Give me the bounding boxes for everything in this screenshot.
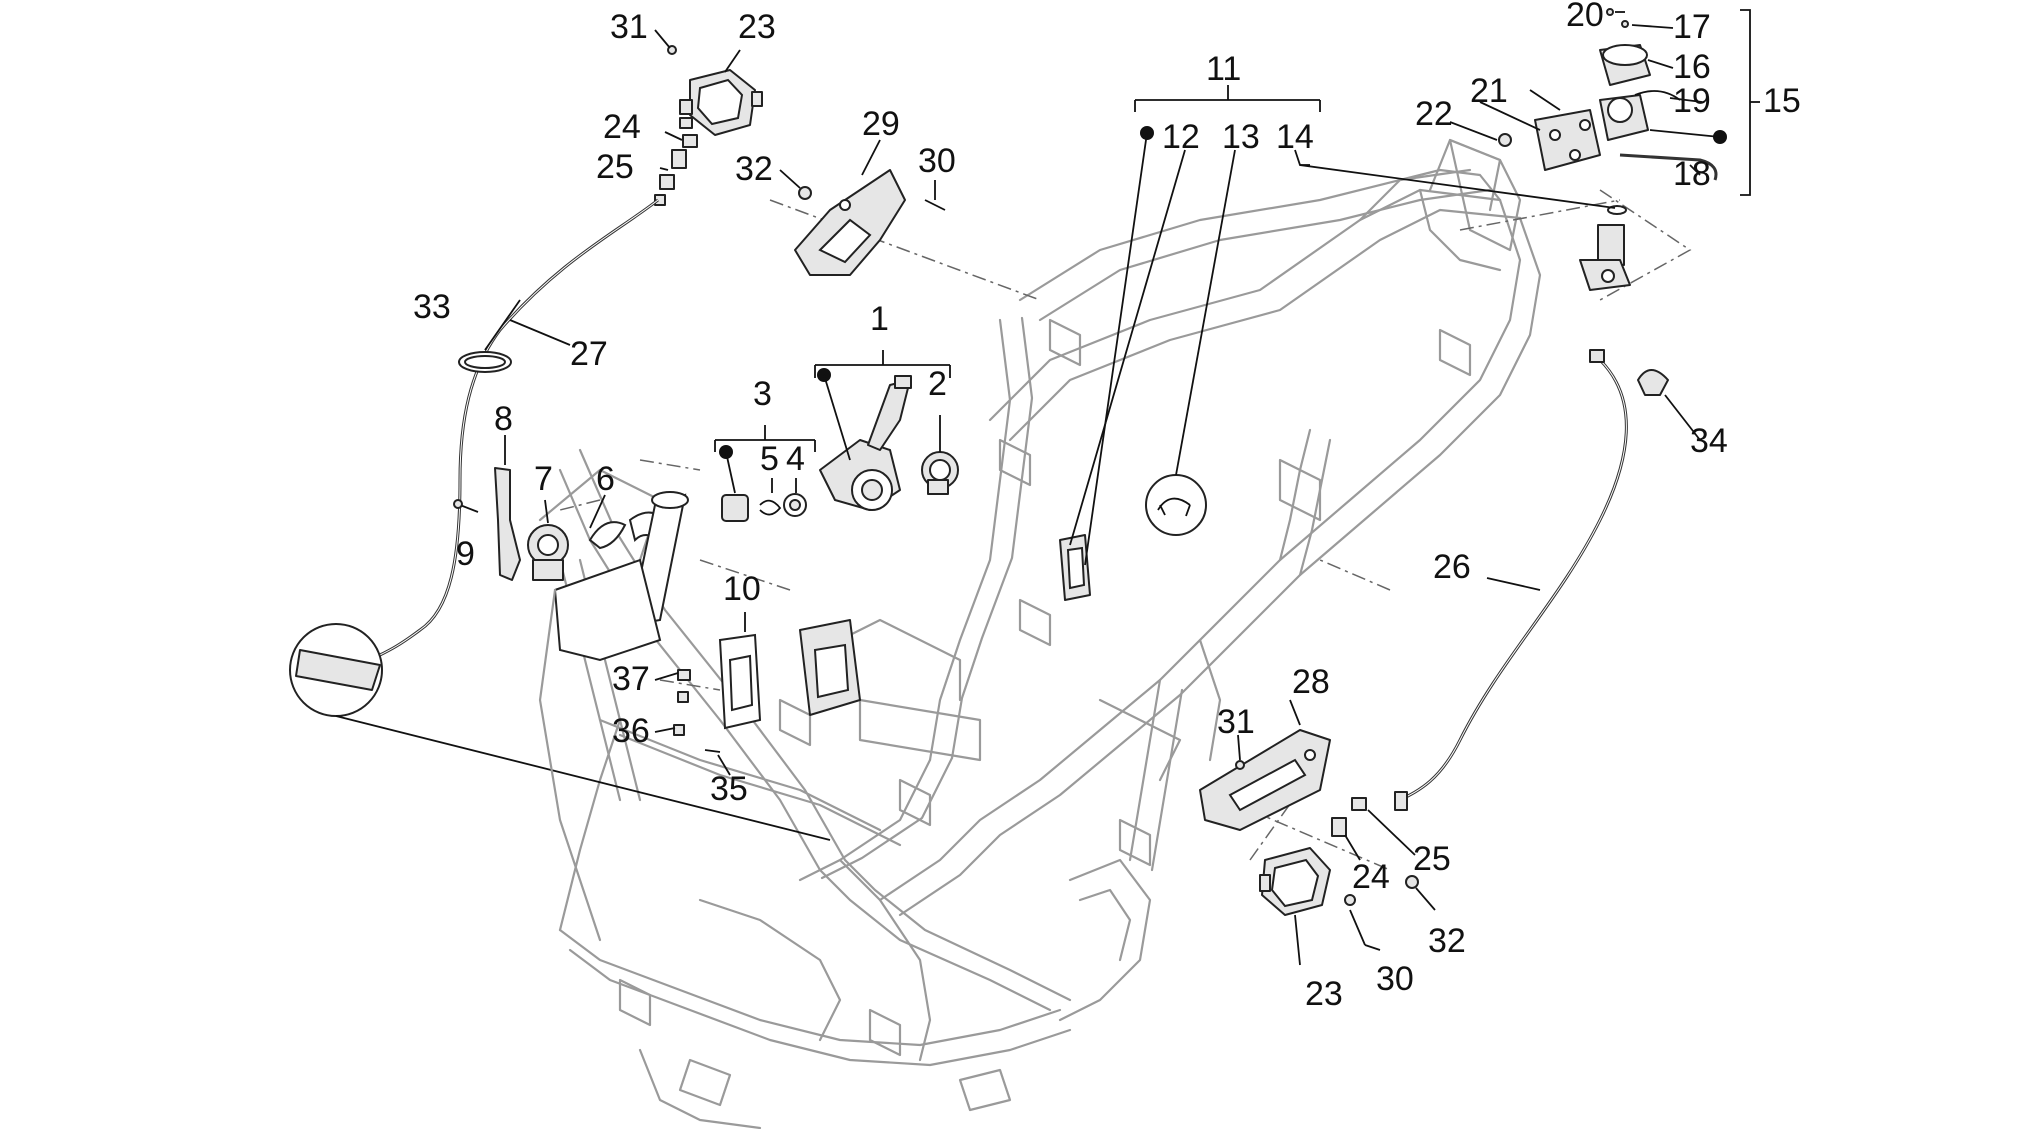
horn [527,524,569,581]
label-18: 18 [1673,155,1711,193]
label-29: 29 [862,105,900,143]
detail-circle-left [289,623,831,841]
lock-cylinder [921,451,959,495]
label-12: 12 [1162,118,1200,156]
screw-35 [704,749,721,753]
cable-clamp-ring-inner [464,355,506,369]
spring-clip [759,499,782,516]
steering-head-tube [538,491,689,942]
label-5: 5 [760,440,779,478]
label-30b: 30 [1376,960,1414,998]
screw-31-bottom [1235,760,1245,770]
label-25b: 25 [1413,840,1451,878]
clip-36 [673,724,685,736]
cable-connector-top [654,134,698,206]
label-23: 23 [738,8,776,46]
label-14: 14 [1276,118,1314,156]
label-15: 15 [1763,82,1801,120]
label-32: 32 [735,150,773,188]
actuator-bracket-bottom [1199,729,1331,831]
label-10: 10 [723,570,761,608]
label-16: 16 [1673,48,1711,86]
leader-lines [484,9,1760,966]
detail-circle-13 [1145,474,1207,536]
connector-24-bottom [1331,817,1347,837]
seat-release-cable [379,198,659,657]
clip-37 [677,669,691,681]
gasket [588,521,627,550]
label-17: 17 [1673,8,1711,46]
bolt-30-bottom [1349,909,1366,946]
label-23b: 23 [1305,975,1343,1013]
label-30: 30 [918,142,956,180]
label-33: 33 [413,288,451,326]
cable-18 [1619,153,1718,181]
label-32b: 32 [1428,922,1466,960]
bolt-9 [459,504,479,513]
label-20: 20 [1566,0,1604,34]
label-28: 28 [1292,663,1330,701]
label-24b: 24 [1352,858,1390,896]
nut-32-top [798,186,812,200]
seat-lock-actuator-bottom [1259,847,1331,916]
rubber-cap [721,494,749,522]
latch-plate [1534,109,1601,171]
label-4: 4 [786,440,805,478]
label-13: 13 [1222,118,1260,156]
screw-30-head-bottom [1344,894,1356,906]
scooter-frame [538,138,1542,1129]
horn-bracket [494,467,521,581]
label-2: 2 [928,365,947,403]
label-35: 35 [710,770,748,808]
label-19: 19 [1673,82,1711,120]
cable-holder-34 [1637,369,1669,396]
ignition-switch [819,375,912,511]
label-1: 1 [870,300,889,338]
label-7: 7 [534,460,553,498]
label-8: 8 [494,400,513,438]
connector-25-bottom [1351,797,1367,811]
label-31: 31 [610,8,648,46]
label-22: 22 [1415,95,1453,133]
label-11: 11 [1206,50,1241,88]
label-37: 37 [612,660,650,698]
label-25: 25 [596,148,634,186]
label-27: 27 [570,335,608,373]
label-21: 21 [1470,72,1508,110]
label-3: 3 [753,375,772,413]
label-24: 24 [603,108,641,146]
label-36: 36 [612,712,650,750]
ecu-module [718,619,861,730]
nut-32-bottom [1405,875,1419,889]
label-6: 6 [596,460,615,498]
seat-lock-actuator-top [679,69,763,136]
cable-bracket [794,169,906,276]
label-31b: 31 [1217,703,1255,741]
label-9: 9 [456,535,475,573]
seat-release-cable-rear [1394,349,1628,811]
label-26: 26 [1433,548,1471,586]
part-labels: 31 23 24 25 29 32 30 33 27 1 2 3 5 4 8 7… [413,0,1801,1013]
lock-housing-group [1599,8,1681,141]
label-34: 34 [1690,422,1728,460]
lock-barrel [1579,224,1631,291]
bolt-30-top [924,199,946,211]
screw-22 [1498,133,1512,147]
